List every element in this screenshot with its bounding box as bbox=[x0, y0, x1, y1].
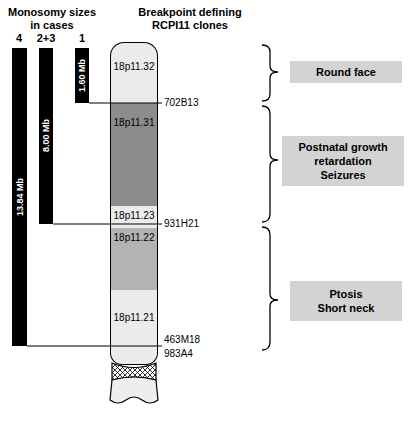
chromosome-band: 18p11.31 bbox=[110, 103, 158, 206]
band-label: 18p11.23 bbox=[111, 210, 157, 221]
chromosome-band: 18p11.22 bbox=[110, 228, 158, 290]
monosomy-bar: 8.00 Mb bbox=[39, 48, 53, 224]
size-label: 1.60 Mb bbox=[77, 59, 87, 92]
monosomy-bar: 13.84 Mb bbox=[12, 48, 27, 346]
clone-label: 463M18 bbox=[164, 334, 200, 345]
phenotype-text: Short neck bbox=[318, 301, 375, 315]
brace bbox=[262, 227, 278, 350]
phenotype-text: Ptosis bbox=[329, 287, 362, 301]
clone-label: 983A4 bbox=[164, 348, 193, 359]
chromosome-band: 18p11.23 bbox=[110, 206, 158, 228]
chromosome-band: 18p11.21 bbox=[110, 290, 158, 365]
column-heading: Breakpoint defining RCPI11 clones bbox=[130, 6, 250, 32]
brace bbox=[262, 106, 278, 222]
monosomy-bar: 1.60 Mb bbox=[75, 48, 89, 103]
column-heading: Monosomy sizes in cases bbox=[4, 6, 100, 32]
size-label: 8.00 Mb bbox=[41, 119, 51, 152]
case-number: 1 bbox=[71, 32, 93, 44]
chromosome-end bbox=[110, 377, 158, 403]
band-label: 18p11.22 bbox=[111, 232, 157, 243]
size-label: 13.84 Mb bbox=[15, 178, 25, 216]
band-label: 18p11.21 bbox=[111, 312, 157, 323]
chromosome-band: 18p11.32 bbox=[110, 42, 158, 103]
case-number: 4 bbox=[8, 32, 30, 44]
phenotype-text: Round face bbox=[316, 65, 376, 79]
phenotype-text: Seizures bbox=[320, 168, 365, 182]
centromere-hatch bbox=[112, 363, 156, 380]
brace bbox=[262, 45, 278, 101]
phenotype-box: Postnatal growth retardationSeizures bbox=[282, 136, 404, 186]
phenotype-box: Round face bbox=[290, 61, 402, 83]
band-label: 18p11.31 bbox=[111, 117, 157, 128]
case-number: 2+3 bbox=[32, 32, 60, 44]
phenotype-text: Postnatal growth retardation bbox=[286, 140, 400, 168]
band-label: 18p11.32 bbox=[111, 61, 157, 72]
clone-label: 931H21 bbox=[164, 218, 199, 229]
phenotype-box: PtosisShort neck bbox=[290, 281, 402, 321]
clone-label: 702B13 bbox=[164, 97, 198, 108]
